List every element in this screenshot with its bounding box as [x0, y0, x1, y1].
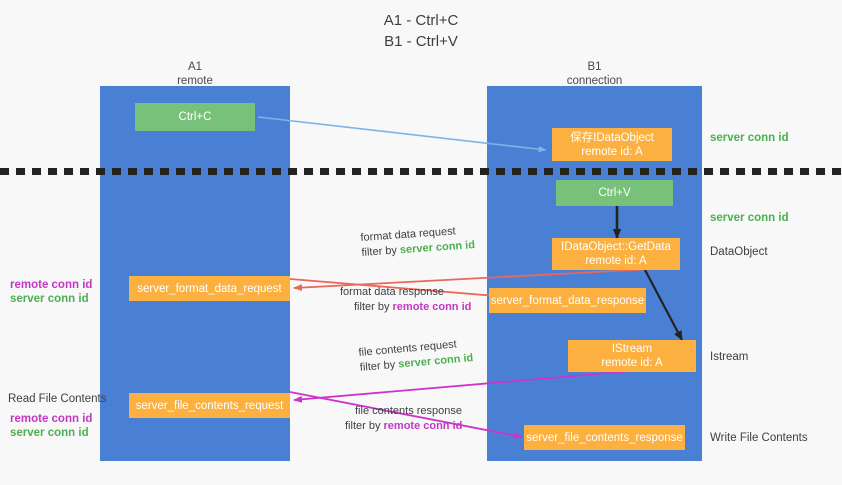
label-dataobject: DataObject [710, 246, 768, 258]
node-save-idataobject[interactable]: 保存IDataObject remote id: A [552, 128, 672, 161]
node-server-format-data-response[interactable]: server_format_data_response [489, 288, 646, 313]
label-server-conn-id-mid: server conn id [710, 212, 789, 224]
node-server-file-contents-request[interactable]: server_file_contents_request [129, 393, 290, 418]
node-istream-label: IStream [611, 343, 653, 355]
label-write-file-contents: Write File Contents [710, 432, 808, 444]
edge-file-contents-response-line2-pre: filter by [345, 420, 384, 432]
edge-format-data-response-line2-pre: filter by [354, 301, 393, 313]
node-ctrl-c[interactable]: Ctrl+C [135, 103, 255, 131]
label-server-conn-id-1: server conn id [10, 293, 89, 305]
edge-format-data-response-line1: format data response [340, 286, 444, 298]
edge-file-contents-response-line1: file contents response [355, 405, 463, 417]
node-server-file-contents-request-label: server_file_contents_request [135, 399, 284, 412]
node-ctrl-v[interactable]: Ctrl+V [556, 180, 673, 206]
node-idataobject-getdata[interactable]: IDataObject::GetData remote id: A [552, 238, 680, 270]
node-save-idataobject-label: 保存IDataObject [570, 131, 654, 144]
label-remote-conn-id-1: remote conn id [10, 279, 93, 291]
edge-label-format-data-request: format data request filter by server con… [360, 223, 476, 261]
node-ctrl-c-label: Ctrl+C [178, 111, 212, 123]
node-ctrl-v-label: Ctrl+V [598, 187, 631, 199]
edge-format-data-request-line2-pre: filter by [361, 244, 401, 259]
label-istream: Istream [710, 351, 749, 363]
edge-label-format-data-response: format data response filter by remote co… [340, 285, 471, 315]
node-server-format-data-request-label: server_format_data_request [137, 282, 282, 295]
node-getdata-subtext: remote id: A [585, 255, 647, 267]
node-istream[interactable]: IStream remote id: A [568, 340, 696, 372]
node-server-file-contents-response-label: server_file_contents_response [526, 431, 683, 444]
node-server-format-data-request[interactable]: server_format_data_request [129, 276, 290, 301]
edge-file-contents-response-line2-key: remote conn id [383, 420, 463, 432]
label-server-conn-id-2: server conn id [10, 427, 89, 439]
column-header-left: A1 remote [177, 61, 213, 87]
edge-format-data-response-line2-key: remote conn id [392, 301, 472, 313]
label-remote-conn-id-2: remote conn id [10, 413, 93, 425]
divider-dashed-line [0, 168, 842, 175]
node-server-format-data-response-label: server_format_data_response [490, 294, 645, 307]
column-header-right: B1 connection [566, 61, 623, 87]
edge-label-file-contents-response: file contents response filter by remote … [345, 404, 463, 434]
label-read-file-contents: Read File Contents [8, 393, 107, 405]
node-istream-subtext: remote id: A [601, 357, 663, 369]
label-server-conn-id-top: server conn id [710, 132, 789, 144]
edge-format-data-request-line2-key: server conn id [399, 239, 476, 257]
page-title: A1 - Ctrl+C B1 - Ctrl+V [383, 12, 459, 50]
node-save-idataobject-subtext: remote id: A [581, 145, 643, 158]
node-getdata-label: IDataObject::GetData [561, 241, 671, 253]
node-server-file-contents-response[interactable]: server_file_contents_response [524, 425, 685, 450]
edge-file-contents-request-line2-pre: filter by [359, 358, 399, 374]
edge-label-file-contents-request: file contents request filter by server c… [358, 336, 474, 376]
